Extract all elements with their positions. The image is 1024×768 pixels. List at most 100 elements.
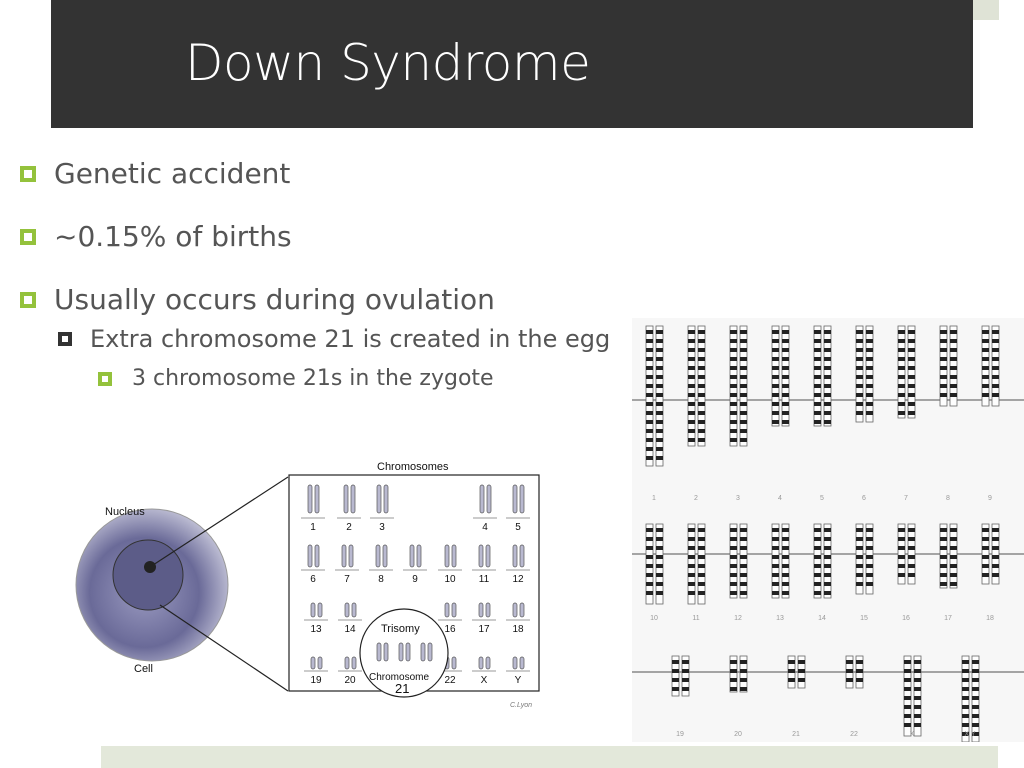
- chromosome-band: [656, 546, 663, 550]
- chromosome-band: [688, 591, 695, 595]
- chromosome-band: [950, 582, 957, 586]
- chromosome-band: [962, 669, 969, 673]
- karyotype-chromosome: [671, 655, 680, 697]
- chromosome-band: [940, 357, 947, 361]
- chromosome-band: [824, 528, 831, 532]
- chromosome-band: [982, 573, 989, 577]
- chromosome-band: [972, 714, 979, 718]
- green-square-bullet-icon: [20, 228, 36, 245]
- chromosome-band: [814, 330, 821, 334]
- chromosome-number-label: 12: [512, 574, 524, 585]
- chromosome-band: [856, 402, 863, 406]
- chromosome-band: [772, 384, 779, 388]
- chromosome-band: [940, 564, 947, 568]
- chromosome-band: [982, 357, 989, 361]
- chromosome-band: [856, 357, 863, 361]
- karyotype-chromosome: [729, 523, 738, 599]
- chromosome-band: [904, 660, 911, 664]
- chromosome-band: [940, 384, 947, 388]
- chromosome-band: [772, 375, 779, 379]
- chromosome-band: [914, 705, 921, 709]
- chromosome-band: [814, 555, 821, 559]
- chromosome-glyph: [351, 602, 357, 618]
- chromosome-glyph: [479, 484, 485, 514]
- karyotype-label: X Y: [964, 731, 975, 738]
- green-square-bullet-icon: [20, 291, 36, 308]
- karyotype-chromosome: [865, 325, 874, 423]
- chromosome-band: [914, 669, 921, 673]
- karyotype-label: 4: [778, 495, 782, 502]
- chromosome-band: [772, 420, 779, 424]
- chromosome-band: [772, 573, 779, 577]
- chromosome-number-label: Y: [515, 675, 522, 686]
- chromosome-band: [688, 546, 695, 550]
- chromosome-band: [782, 582, 789, 586]
- chromosome-band: [950, 330, 957, 334]
- chromosome-band: [846, 669, 853, 673]
- chromosome-band: [904, 669, 911, 673]
- image-credit: C.Lyon: [510, 702, 532, 709]
- chromosome-glyph: [485, 544, 491, 568]
- chromosome-band: [940, 573, 947, 577]
- chromosome-band: [740, 546, 747, 550]
- chromosome-band: [992, 357, 999, 361]
- chromosome-band: [908, 402, 915, 406]
- chromosome-band: [698, 411, 705, 415]
- chromosome-band: [740, 438, 747, 442]
- chromosome-band: [856, 537, 863, 541]
- karyotype-chromosome: [681, 655, 690, 697]
- chromosome-band: [914, 723, 921, 727]
- chromosome-band: [656, 456, 663, 460]
- chromosome-band: [772, 546, 779, 550]
- chromosome-number-label: 10: [444, 574, 456, 585]
- chromosome-glyph: [398, 642, 404, 662]
- chromosome-band: [898, 375, 905, 379]
- chromosome-band: [646, 429, 653, 433]
- chromosome-band: [688, 582, 695, 586]
- chromosome-band: [656, 555, 663, 559]
- chromosome-band: [824, 420, 831, 424]
- chromosome-number-label: 6: [310, 574, 316, 585]
- chromosome-band: [898, 357, 905, 361]
- chromosome-glyph: [341, 544, 347, 568]
- chromosome-band: [782, 546, 789, 550]
- chromosome-number-label: 20: [344, 675, 356, 686]
- karyotype-label: 20: [734, 731, 742, 738]
- chromosome-band: [646, 447, 653, 451]
- chromosome-band: [730, 339, 737, 343]
- chromosome-band: [682, 669, 689, 673]
- chromosome-band: [972, 660, 979, 664]
- chromosome-band: [940, 375, 947, 379]
- chromosome-band: [982, 537, 989, 541]
- chromosome-band: [688, 348, 695, 352]
- chromosome-band: [698, 582, 705, 586]
- karyotype-label: X: [910, 731, 915, 738]
- chromosome-band: [866, 339, 873, 343]
- chromosome-number-label: 8: [378, 574, 384, 585]
- karyotype-label: 8: [946, 495, 950, 502]
- chromosome-band: [856, 339, 863, 343]
- chromosome-band: [740, 384, 747, 388]
- chromosome-band: [814, 528, 821, 532]
- chromosome-band: [646, 393, 653, 397]
- chromosome-band: [904, 714, 911, 718]
- chromosome-band: [940, 546, 947, 550]
- chromosomes-heading: Chromosomes: [377, 461, 449, 473]
- chromosome-band: [772, 402, 779, 406]
- chromosome-band: [772, 348, 779, 352]
- chromosome-number-label: 5: [515, 522, 521, 533]
- chromosome-21-label: 21: [395, 681, 409, 696]
- chromosome-band: [698, 528, 705, 532]
- chromosome-band: [672, 660, 679, 664]
- chromosome-band: [908, 375, 915, 379]
- chromosome-band: [730, 660, 737, 664]
- chromosome-band: [730, 384, 737, 388]
- chromosome-band: [672, 687, 679, 691]
- chromosome-number-label: X: [481, 675, 488, 686]
- chromosome-band: [656, 591, 663, 595]
- chromosome-band: [682, 660, 689, 664]
- karyotype-label: 2: [694, 495, 698, 502]
- chromosome-band: [730, 420, 737, 424]
- chromosome-band: [782, 555, 789, 559]
- chromosome-band: [688, 438, 695, 442]
